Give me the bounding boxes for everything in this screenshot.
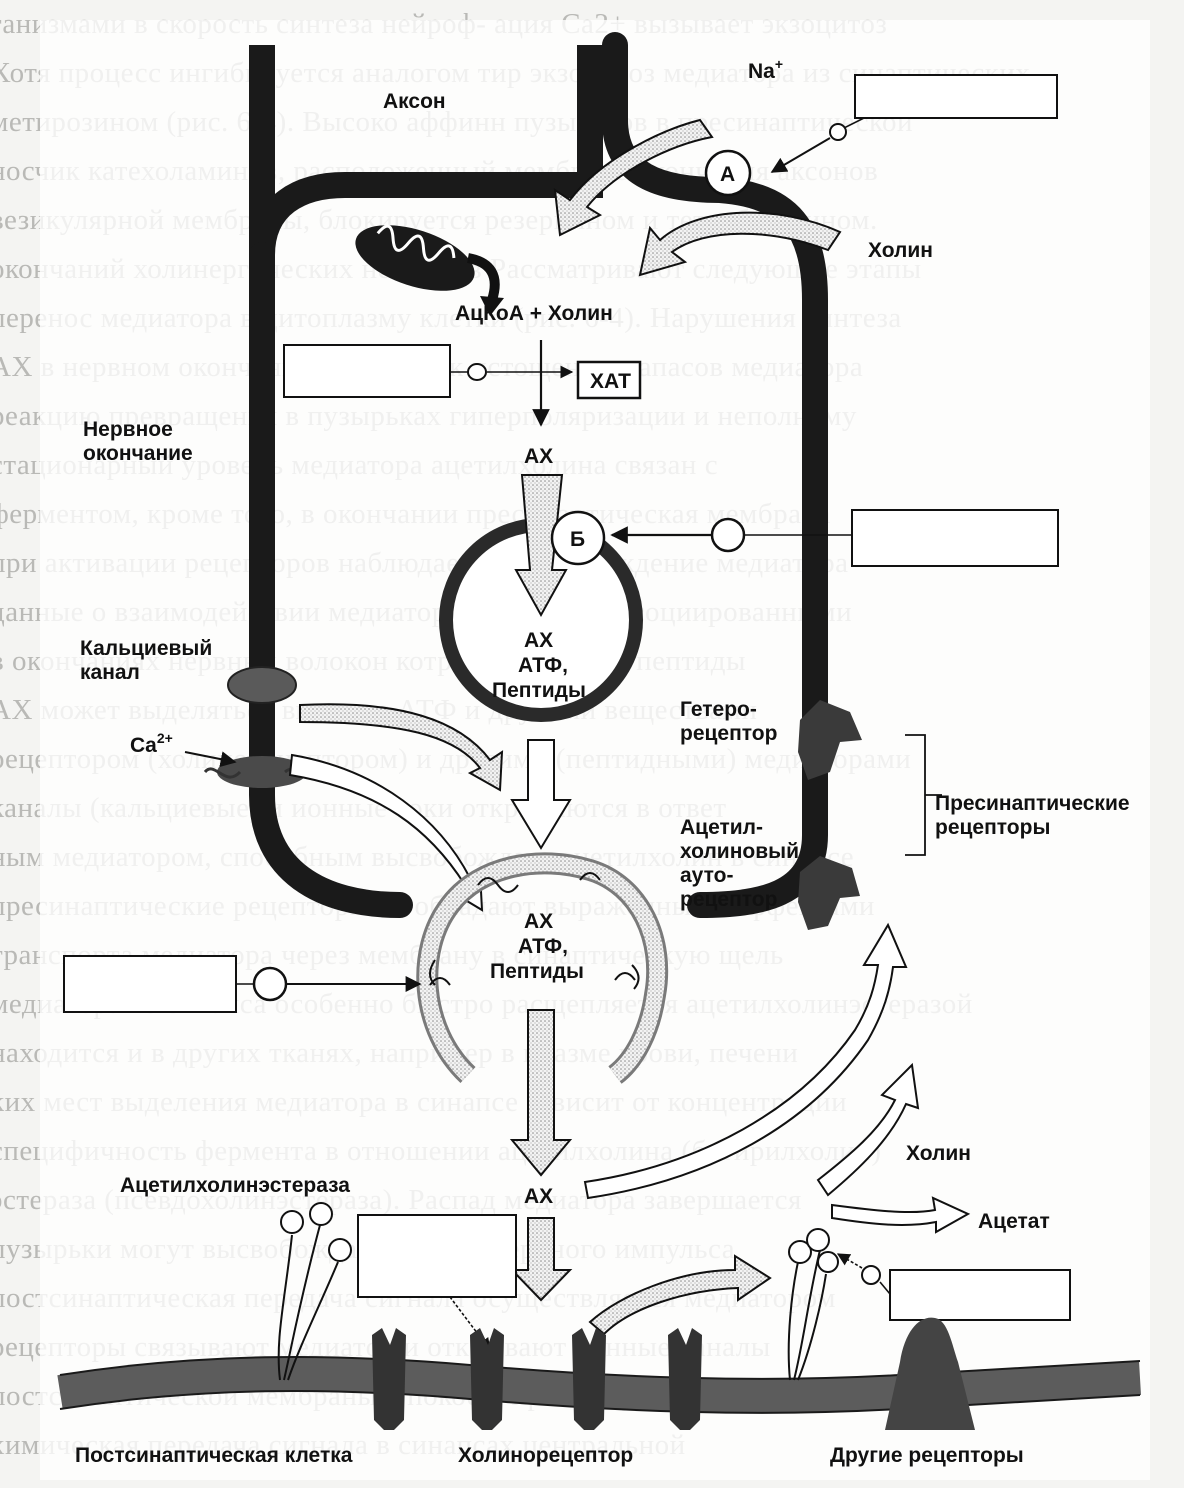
label-chat: ХАТ	[590, 370, 631, 393]
label-presynaptic-2: рецепторы	[935, 816, 1050, 839]
blank-box-cholinoreceptor[interactable]	[358, 1215, 516, 1297]
label-choline-out: Холин	[906, 1142, 971, 1165]
cholinoreceptor-icon	[572, 1328, 606, 1430]
cholinoreceptor-icon	[470, 1328, 504, 1430]
inhibitor-pin-icon	[468, 364, 486, 380]
blank-box-chat[interactable]	[284, 345, 450, 397]
label-ach-2: АХ	[524, 1185, 553, 1208]
label-presynaptic-1: Пресинаптические	[935, 792, 1130, 815]
label-postsynaptic: Постсинаптическая клетка	[75, 1444, 353, 1467]
blank-box-transporter-a[interactable]	[855, 75, 1057, 118]
label-ach-1: АХ	[524, 445, 553, 468]
label-calcium-channel-1: Кальциевый	[80, 637, 212, 660]
label-auto-3: ауто-	[680, 864, 733, 887]
inhibitor-pin-icon	[712, 519, 744, 551]
cholinoreceptor-icon	[372, 1328, 406, 1430]
label-vesicle1-l3: Пептиды	[492, 679, 586, 702]
label-transporter-a: А	[720, 163, 735, 186]
inhibitor-pin-icon	[830, 124, 846, 140]
label-auto-2: холиновый	[680, 840, 799, 863]
label-vesicle1-l1: АХ	[524, 629, 553, 652]
label-auto-1: Ацетил-	[680, 816, 763, 839]
blank-box-transporter-b[interactable]	[852, 510, 1058, 566]
blank-box-exocytosis[interactable]	[64, 956, 236, 1012]
label-cholinoreceptor: Холинорецептор	[458, 1444, 633, 1467]
label-other-receptors: Другие рецепторы	[830, 1444, 1024, 1467]
label-choline-in: Холин	[868, 239, 933, 262]
calcium-channel-icon	[228, 667, 296, 703]
label-acetate: Ацетат	[978, 1210, 1050, 1233]
label-vesicle2-l3: Пептиды	[490, 960, 584, 983]
inhibitor-pin-icon	[254, 968, 286, 1000]
label-vesicle2-l2: АТФ,	[518, 935, 568, 958]
label-calcium-channel-2: канал	[80, 661, 140, 684]
label-vesicle1-l2: АТФ,	[518, 654, 568, 677]
label-ache: Ацетилхолинэстераза	[120, 1174, 350, 1197]
cholinoreceptor-icon	[668, 1328, 702, 1430]
label-acoa-choline: АцКоА + Холин	[455, 302, 613, 325]
inhibitor-pin-icon	[862, 1266, 880, 1284]
label-nerve-ending-2: окончание	[83, 442, 193, 465]
label-vesicle2-l1: АХ	[524, 910, 553, 933]
label-nerve-ending-1: Нервное	[83, 418, 173, 441]
diagram-backdrop	[40, 20, 1150, 1480]
blank-box-ache[interactable]	[890, 1270, 1070, 1320]
label-hetero-2: рецептор	[680, 722, 777, 745]
label-axon: Аксон	[383, 90, 446, 113]
label-transporter-b: Б	[570, 528, 585, 551]
label-auto-4: рецептор	[680, 888, 777, 911]
label-hetero-1: Гетеро-	[680, 698, 757, 721]
